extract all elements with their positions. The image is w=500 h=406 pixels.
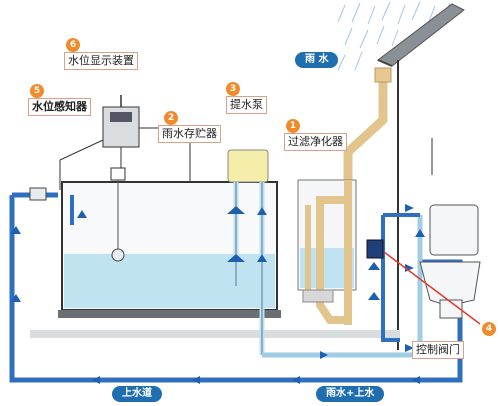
filter-stand xyxy=(302,289,334,303)
roof xyxy=(377,3,465,67)
marker-6: 6 xyxy=(66,38,80,52)
rain-streaks xyxy=(337,1,451,71)
control-valve xyxy=(366,239,384,259)
pill-supply-line: 上水道 xyxy=(112,386,162,402)
marker-5: 5 xyxy=(30,84,44,98)
label-valve: 控制阀门 xyxy=(412,341,464,359)
pill-rain: 雨 水 xyxy=(295,52,339,68)
sensor-box xyxy=(110,167,126,181)
tank-water xyxy=(64,254,275,308)
toilet xyxy=(419,204,481,319)
supply-valve xyxy=(29,187,47,201)
marker-1: 1 xyxy=(286,119,300,133)
valve-pointer xyxy=(383,251,481,325)
sensor-float xyxy=(111,248,125,262)
marker-2: 2 xyxy=(164,111,178,125)
downpipe-cap xyxy=(374,67,392,83)
pill-mixed-line: 雨水+上水 xyxy=(316,386,385,402)
label-pump: 提水泵 xyxy=(226,96,267,114)
label-filter: 过滤净化器 xyxy=(284,133,347,151)
tank-base xyxy=(58,310,281,318)
label-tank: 雨水存贮器 xyxy=(158,125,221,143)
flow-arrows xyxy=(11,204,425,384)
pump-body xyxy=(227,149,269,183)
marker-3: 3 xyxy=(226,82,240,96)
floor-slab xyxy=(30,330,400,338)
marker-4: 4 xyxy=(482,322,496,336)
downpipe xyxy=(343,80,388,180)
label-level-display: 水位显示装置 xyxy=(64,52,138,70)
label-level-sensor: 水位感知器 xyxy=(28,98,91,116)
roof-edge xyxy=(377,59,393,67)
